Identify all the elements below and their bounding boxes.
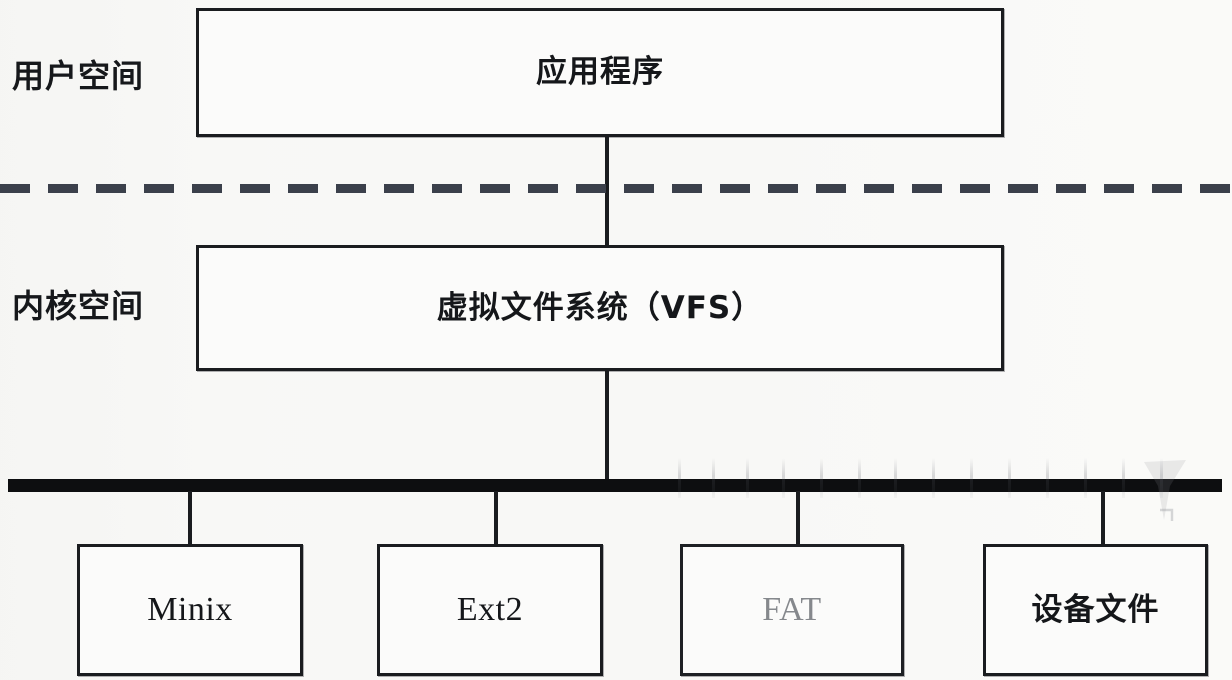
- connector-bus-to-ext2: [494, 491, 498, 546]
- connector-bus-to-device-file: [1101, 491, 1105, 546]
- node-filesystem-fat: FAT: [680, 544, 904, 676]
- watermark-tick-icon: [1160, 508, 1174, 521]
- node-vfs-label: 虚拟文件系统（VFS）: [436, 289, 764, 326]
- node-filesystem-ext2-label: Ext2: [456, 591, 524, 628]
- node-filesystem-fat-label: FAT: [762, 591, 822, 628]
- node-filesystem-device-file-label: 设备文件: [1031, 591, 1160, 628]
- node-application-label: 应用程序: [536, 54, 664, 90]
- node-vfs: 虚拟文件系统（VFS）: [196, 245, 1004, 371]
- node-filesystem-minix: Minix: [77, 544, 303, 676]
- label-user-space: 用户空间: [12, 57, 145, 95]
- node-filesystem-ext2: Ext2: [377, 544, 603, 676]
- connector-bus-to-minix: [188, 491, 192, 546]
- connector-vfs-to-bus: [605, 370, 609, 488]
- connector-bus-to-fat: [796, 491, 800, 546]
- node-filesystem-device-file: 设备文件: [983, 544, 1208, 676]
- watermark-smudge: [670, 458, 1190, 498]
- node-application: 应用程序: [196, 8, 1004, 137]
- node-filesystem-minix-label: Minix: [147, 591, 233, 628]
- user-kernel-boundary-dashed-line: [0, 184, 1232, 193]
- label-kernel-space: 内核空间: [12, 287, 145, 325]
- filesystem-bus-bar: [8, 479, 1222, 492]
